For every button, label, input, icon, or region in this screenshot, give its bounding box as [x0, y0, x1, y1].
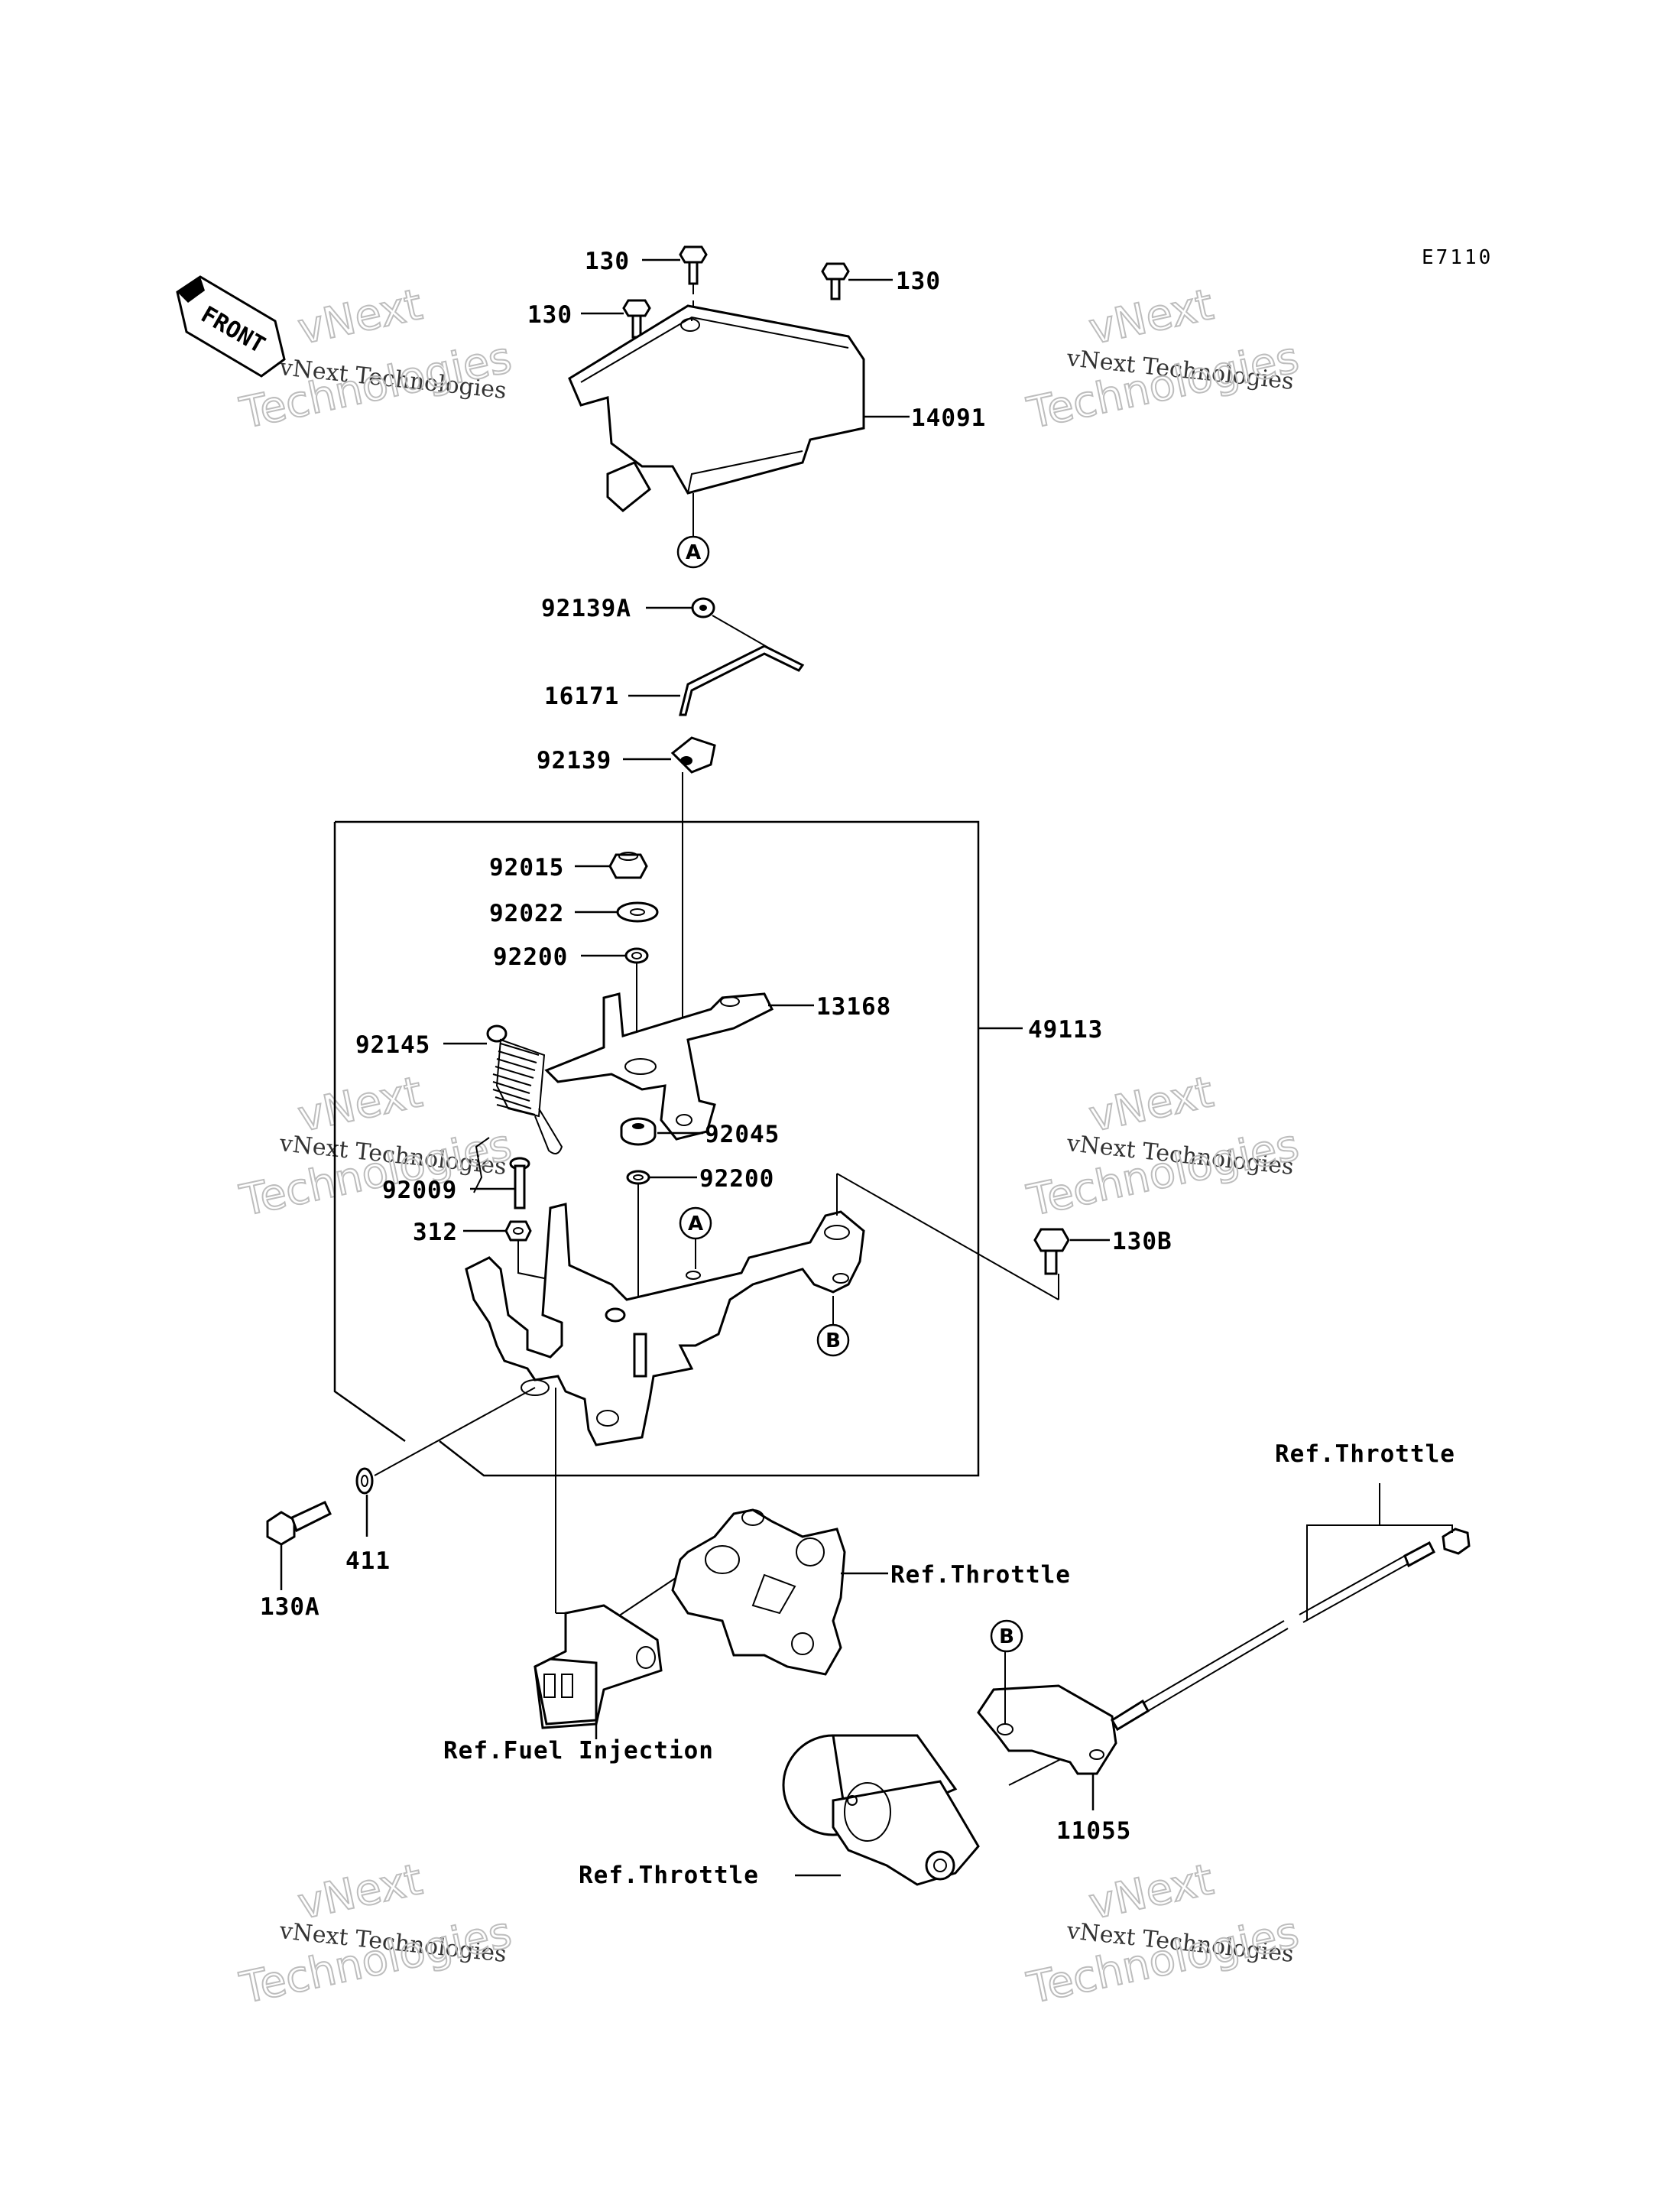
label-92200-top: 92200 [493, 943, 568, 971]
watermark-top-right: vNext vNext Technologies Technologies [1022, 279, 1303, 440]
label-92022: 92022 [489, 900, 564, 927]
label-92015: 92015 [489, 854, 564, 881]
label-13168: 13168 [816, 993, 891, 1021]
clip-92139-icon [670, 736, 716, 774]
label-92045: 92045 [705, 1121, 780, 1148]
rod-16171-icon [679, 615, 805, 716]
label-130-top: 130 [585, 248, 630, 275]
throttle-cable-icon [1110, 1541, 1435, 1732]
svg-text:vNext: vNext [294, 280, 426, 355]
svg-text:vNext: vNext [1085, 1067, 1218, 1142]
bolt-130b-icon [1033, 1228, 1070, 1275]
label-92139a: 92139A [541, 595, 631, 622]
cover-14091-icon [568, 304, 865, 512]
svg-text:vNext: vNext [1085, 1855, 1218, 1930]
bolt-130-left-icon [622, 299, 651, 339]
label-130a: 130A [260, 1593, 320, 1621]
bolt-130-right-icon [821, 262, 850, 300]
label-ref-throttle-bottom: Ref.Throttle [579, 1862, 759, 1889]
label-92145: 92145 [355, 1031, 430, 1059]
label-411: 411 [345, 1547, 391, 1575]
watermark-mid-right: vNext vNext Technologies Technologies [1022, 1067, 1303, 1227]
front-arrow-icon: FRONT [176, 275, 286, 378]
label-312: 312 [413, 1219, 458, 1246]
label-92009: 92009 [382, 1177, 457, 1204]
svg-text:Technologies: Technologies [1023, 333, 1302, 439]
cable-nut-icon [1442, 1528, 1471, 1555]
svg-text:vNext: vNext [1085, 280, 1218, 355]
label-92139: 92139 [537, 747, 611, 774]
svg-text:A: A [688, 1213, 703, 1235]
watermark-bottom-right: vNext vNext Technologies Technologies [1022, 1854, 1303, 2015]
marker-a-mid: A [679, 1206, 712, 1240]
bolt-130-top-icon [679, 245, 708, 285]
watermark-bottom-left: vNext vNext Technologies Technologies [235, 1854, 516, 2015]
nut-312-icon [504, 1220, 532, 1242]
diagram-code: E7110 [1422, 246, 1493, 269]
svg-text:B: B [825, 1330, 841, 1352]
lever-13168-icon [544, 992, 774, 1141]
clip-92139a-icon [691, 597, 715, 618]
washer-92200-top-icon [624, 947, 649, 964]
svg-text:A: A [686, 541, 701, 564]
marker-a-top: A [676, 535, 710, 569]
svg-text:vNext: vNext [294, 1855, 426, 1930]
marker-b-bottom: B [990, 1619, 1023, 1653]
marker-b-mid: B [816, 1323, 850, 1357]
label-130-left: 130 [527, 301, 572, 329]
label-130b: 130B [1112, 1228, 1172, 1255]
screw-92009-icon [509, 1157, 530, 1209]
throttle-body-bottom-icon [782, 1734, 980, 1886]
svg-text:Technologies: Technologies [1023, 1907, 1302, 2014]
washer-411-icon [355, 1467, 374, 1495]
sensor-fuel-injection-icon [534, 1604, 663, 1729]
svg-text:Technologies: Technologies [1023, 1120, 1302, 1226]
spring-92145-icon [486, 1024, 563, 1154]
washer-92200-bottom-icon [626, 1170, 650, 1185]
label-49113: 49113 [1028, 1016, 1103, 1044]
label-11055: 11055 [1056, 1817, 1131, 1845]
svg-text:Technologies: Technologies [235, 1120, 515, 1226]
label-16171: 16171 [544, 683, 619, 710]
svg-text:B: B [999, 1625, 1014, 1648]
bolt-130a-icon [266, 1501, 332, 1546]
label-ref-throttle-top: Ref.Throttle [1275, 1440, 1455, 1468]
bracket-icon [465, 1203, 865, 1446]
label-92200-bottom: 92200 [699, 1165, 774, 1193]
bracket-11055-icon [977, 1684, 1117, 1775]
label-ref-fuel-injection: Ref.Fuel Injection [443, 1737, 714, 1765]
watermark-mid-left: vNext vNext Technologies Technologies [235, 1067, 516, 1227]
nut-92015-icon [608, 852, 648, 879]
label-ref-throttle-mid: Ref.Throttle [890, 1561, 1071, 1589]
label-130-right: 130 [896, 268, 941, 295]
svg-text:vNext: vNext [294, 1067, 426, 1142]
throttle-body-mid-icon [671, 1508, 846, 1676]
svg-text:Technologies: Technologies [235, 1907, 515, 2014]
washer-92022-icon [616, 901, 659, 923]
label-14091: 14091 [911, 404, 986, 432]
bushing-92045-icon [620, 1117, 657, 1146]
